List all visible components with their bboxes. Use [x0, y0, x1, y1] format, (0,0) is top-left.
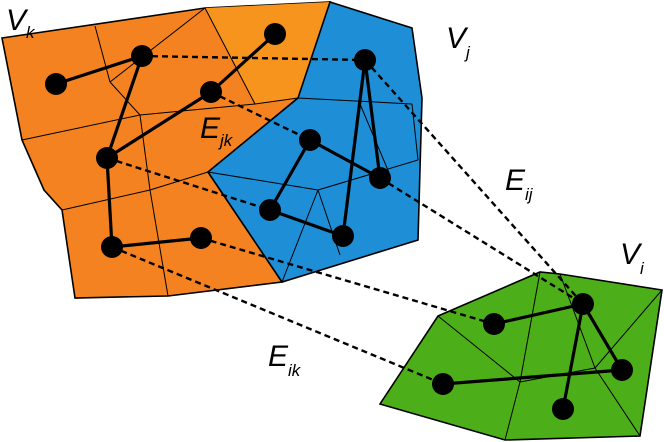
node-vk-3	[264, 23, 286, 45]
region-vk-light-patch	[205, 2, 330, 104]
node-vj-5	[332, 225, 354, 247]
node-vj-4	[259, 199, 281, 221]
edge-vk-2	[105, 54, 144, 160]
region-vi	[378, 271, 663, 441]
node-vi-1	[572, 293, 594, 315]
label-eik: Eik	[268, 340, 302, 380]
node-vj-3	[369, 167, 391, 189]
edge-eij-1	[364, 59, 584, 305]
label-ejk: Ejk	[200, 112, 234, 150]
edge-eik-1	[200, 236, 495, 326]
edge-vk-1	[54, 54, 144, 86]
edge-vj-1	[363, 58, 382, 180]
node-vi-4	[432, 373, 454, 395]
edge-vj-4	[268, 138, 312, 212]
edge-vj-3	[308, 138, 382, 180]
node-vi-5	[552, 398, 574, 420]
dashed-edges	[106, 54, 584, 386]
label-vj: Vj	[446, 22, 471, 62]
edge-vj-2	[341, 58, 367, 238]
node-vk-6	[101, 236, 123, 258]
node-vk-4	[200, 81, 222, 103]
node-vk-5	[96, 147, 118, 169]
node-vj-1	[354, 49, 376, 71]
edge-vi-3	[561, 302, 585, 411]
edge-vk-5	[105, 156, 114, 249]
edge-vk-3	[105, 90, 213, 160]
node-vi-3	[611, 359, 633, 381]
edge-vi-4	[441, 368, 624, 386]
edge-ejk-2	[210, 90, 311, 142]
region-vi-fill	[378, 271, 663, 441]
edge-vi-1	[492, 302, 585, 326]
node-vk-2	[131, 45, 153, 67]
edge-ejk-1	[141, 54, 366, 62]
edge-vi-2	[581, 302, 624, 372]
node-vi-2	[483, 313, 505, 335]
edge-vj-5	[268, 208, 345, 238]
nodes	[45, 23, 633, 420]
node-vk-1	[45, 73, 67, 95]
node-vk-7	[190, 227, 212, 249]
node-vj-2	[299, 129, 321, 151]
edge-vk-6	[110, 236, 203, 249]
solid-edges	[54, 32, 624, 411]
label-vk: Vk	[6, 4, 36, 42]
edge-vk-4	[209, 32, 277, 94]
label-eij: Eij	[505, 164, 534, 204]
label-vi: Vi	[620, 238, 645, 278]
edge-ejk-3	[106, 156, 271, 212]
